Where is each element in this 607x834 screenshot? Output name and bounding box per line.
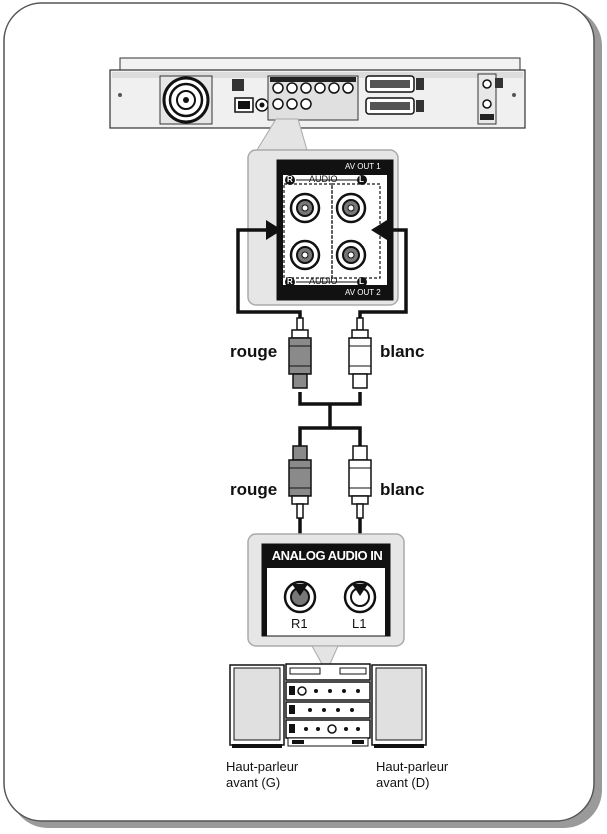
cable-label-red-bottom: rouge xyxy=(230,480,278,499)
jack-r1-label: R1 xyxy=(291,616,308,631)
av-out-jack xyxy=(289,192,321,224)
rca-plug-white xyxy=(348,317,372,389)
cable-label-white-top: blanc xyxy=(380,342,425,361)
l-bottom-label: L xyxy=(359,277,364,286)
l-top-label: L xyxy=(359,175,364,184)
fan-icon xyxy=(159,75,213,125)
stereo-system xyxy=(229,663,427,748)
amp-input-jack xyxy=(343,580,377,614)
rca-plug-red xyxy=(288,445,312,519)
amplifier-input-callout xyxy=(247,533,405,665)
av-out-jack xyxy=(335,192,367,224)
speaker-right xyxy=(371,664,427,748)
audio-top-label: AUDIO xyxy=(309,174,338,184)
av-out-jack xyxy=(289,239,321,271)
speaker-left-label: Haut-parleur avant (G) xyxy=(226,759,298,791)
dvd-recorder-rear-panel xyxy=(109,57,526,129)
amplifier-unit xyxy=(285,663,371,747)
jack-l1-label: L1 xyxy=(352,616,367,631)
analog-audio-in-label: ANALOG AUDIO IN xyxy=(271,548,383,563)
r-bottom-label: R xyxy=(287,277,293,286)
frame xyxy=(3,2,595,822)
speaker-left-label-line1: Haut-parleur xyxy=(226,759,299,774)
rca-plug-white xyxy=(348,445,372,519)
arrow-icon xyxy=(266,220,282,240)
av-out-jack xyxy=(335,239,367,271)
arrow-icon xyxy=(371,220,387,240)
cable-label-red-top: rouge xyxy=(230,342,278,361)
speaker-right-label-line1: Haut-parleur xyxy=(376,759,449,774)
speaker-right-label-line2: avant (D) xyxy=(376,775,430,790)
av-out-2-label: AV OUT 2 xyxy=(345,288,381,297)
r-top-label: R xyxy=(287,175,293,184)
speaker-left-label-line2: avant (G) xyxy=(226,775,281,790)
audio-bottom-label: AUDIO xyxy=(309,276,338,286)
speaker-right-label: Haut-parleur avant (D) xyxy=(376,759,448,791)
rca-plug-red xyxy=(288,317,312,389)
av-out-1-label: AV OUT 1 xyxy=(345,162,381,171)
speaker-left xyxy=(229,664,285,748)
cable-label-white-bottom: blanc xyxy=(380,480,425,499)
